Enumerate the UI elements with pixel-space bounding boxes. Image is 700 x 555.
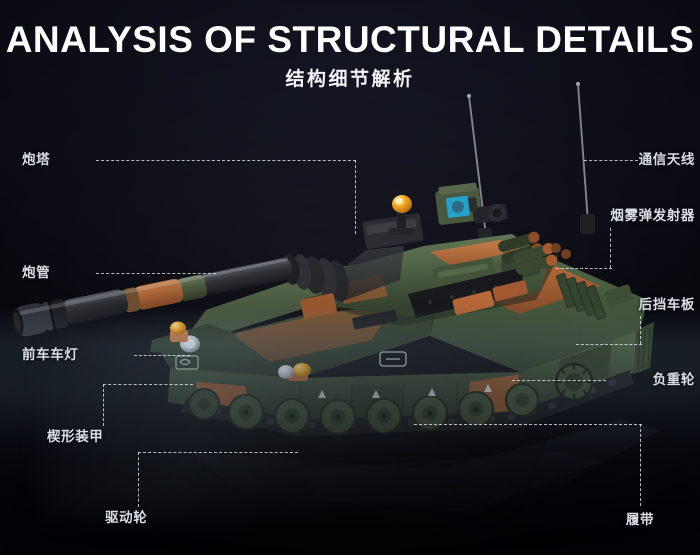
page-title-chinese: 结构细节解析: [285, 69, 415, 90]
callout-label-track: 履带: [625, 512, 655, 527]
callout-label-smoke-launcher: 烟雾弹发射器: [610, 208, 695, 223]
callout-label-drive-wheel: 驱动轮: [105, 510, 148, 525]
callout-label-turret: 炮塔: [22, 152, 51, 167]
page-title-english: ANALYSIS OF STRUCTURAL DETAILS: [5, 19, 695, 60]
callout-label-front-lights: 前车车灯: [22, 347, 79, 362]
callout-label-wedge-armor: 楔形装甲: [47, 429, 104, 444]
callout-label-rear-plate: 后挡车板: [638, 297, 695, 312]
callout-label-gun-barrel: 炮管: [22, 265, 51, 280]
callout-label-road-wheel: 负重轮: [652, 372, 695, 387]
callout-label-antenna: 通信天线: [638, 152, 695, 167]
